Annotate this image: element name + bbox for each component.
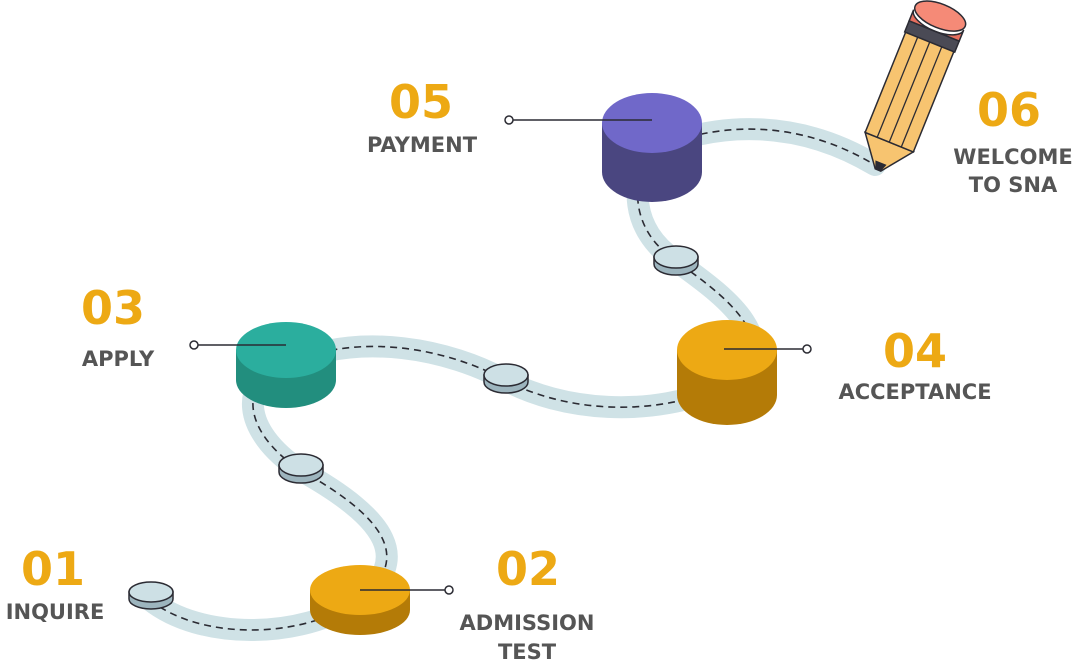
- step-05-leader-dot: [504, 115, 514, 125]
- step-04-leader-dot: [802, 344, 812, 354]
- step-04: 04 ACCEPTANCE: [838, 324, 991, 404]
- step-01: 01 INQUIRE: [6, 542, 105, 624]
- step-06-label: WELCOME: [953, 145, 1072, 169]
- step-04-number: 04: [883, 324, 947, 378]
- step-03-label: APPLY: [82, 347, 155, 371]
- step-02-label: ADMISSION: [460, 611, 595, 635]
- step-01-number: 01: [21, 542, 85, 596]
- step-03-cylinder: [189, 322, 336, 408]
- stepping-stone: [483, 363, 529, 394]
- step-05-number: 05: [389, 75, 453, 129]
- stepping-stone: [653, 245, 699, 276]
- step-03: 03 APPLY: [81, 281, 155, 371]
- step-04-cylinder: [677, 320, 812, 425]
- step-05-cylinder: [504, 93, 702, 202]
- step-02-label-line2: TEST: [498, 640, 557, 664]
- step-03-number: 03: [81, 281, 145, 335]
- step-06-number: 06: [977, 83, 1041, 137]
- step-01-label: INQUIRE: [6, 600, 105, 624]
- step-03-leader-dot: [189, 340, 199, 350]
- stepping-stone: [278, 453, 324, 484]
- step-06: 06 WELCOME TO SNA: [953, 83, 1072, 197]
- step-06-label-line2: TO SNA: [969, 173, 1058, 197]
- step-02: 02 ADMISSION TEST: [460, 542, 595, 664]
- step-02-number: 02: [496, 542, 560, 596]
- stepping-stone: [128, 581, 174, 610]
- step-02-cylinder: [310, 565, 454, 635]
- step-04-label: ACCEPTANCE: [838, 380, 991, 404]
- step-05: 05 PAYMENT: [367, 75, 478, 157]
- pencil-icon: [864, 0, 967, 172]
- step-05-label: PAYMENT: [367, 133, 478, 157]
- step-02-leader-dot: [444, 585, 454, 595]
